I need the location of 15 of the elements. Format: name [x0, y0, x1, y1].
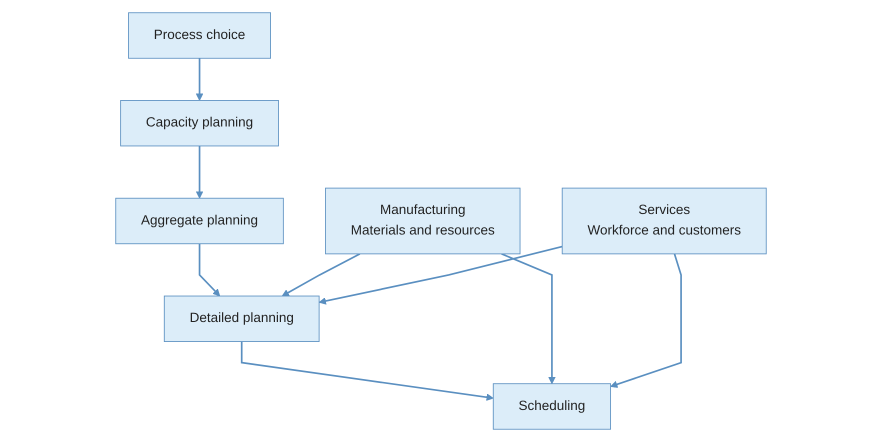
- node-box: Detailed planning: [163, 296, 320, 342]
- node-box: Process choice: [128, 12, 270, 59]
- node-box: Manufacturing Materials and resources: [324, 188, 520, 254]
- arrow: [195, 146, 203, 199]
- arrow: [610, 254, 682, 388]
- arrow: [500, 253, 556, 384]
- arrow: [318, 246, 562, 305]
- arrow: [240, 342, 494, 401]
- node-box: Services Workforce and customers: [561, 188, 766, 254]
- node-box: Capacity planning: [120, 100, 278, 146]
- node-box: Scheduling: [492, 383, 611, 430]
- arrow: [281, 253, 360, 296]
- arrow: [198, 244, 220, 296]
- node-box: Aggregate planning: [114, 198, 284, 244]
- arrow: [195, 58, 203, 101]
